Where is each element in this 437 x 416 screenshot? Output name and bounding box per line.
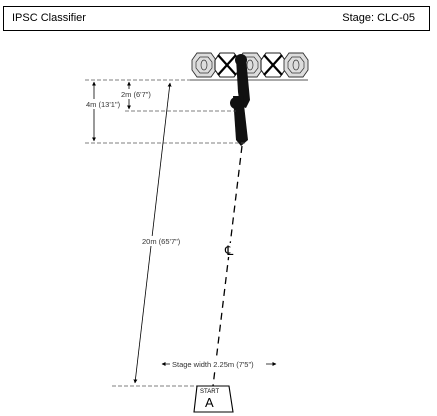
start-position-letter: A <box>205 395 214 410</box>
stage-header: IPSC Classifier Stage: CLC-05 <box>3 6 430 31</box>
centerline <box>212 145 243 387</box>
dim-20m-label: 20m (65'7") <box>142 237 181 246</box>
dim-20m-line <box>133 82 172 384</box>
stage-width-label: Stage width 2.25m (7'5") <box>172 360 254 369</box>
dim-4m-label-bg <box>83 99 123 109</box>
dim-20m-label-bg <box>140 236 188 246</box>
dim-4m-label: 4m (13'1") <box>86 100 121 109</box>
classifier-title: IPSC Classifier <box>12 12 86 24</box>
stage-id: Stage: CLC-05 <box>342 12 415 24</box>
paper-target-1 <box>191 52 217 78</box>
barricade <box>230 54 250 146</box>
paper-target-3 <box>283 52 309 78</box>
dim-2m-label: 2m (6'7") <box>121 90 151 99</box>
start-box: START A <box>193 385 234 413</box>
start-label: START <box>200 389 219 395</box>
no-shoot-1 <box>214 52 240 78</box>
target-array <box>191 52 309 78</box>
stage-width-label-bg <box>170 359 266 369</box>
no-shoot-2 <box>260 52 286 78</box>
centerline-symbol: ℄ <box>224 243 234 258</box>
centerline-symbol-bg <box>224 243 236 257</box>
